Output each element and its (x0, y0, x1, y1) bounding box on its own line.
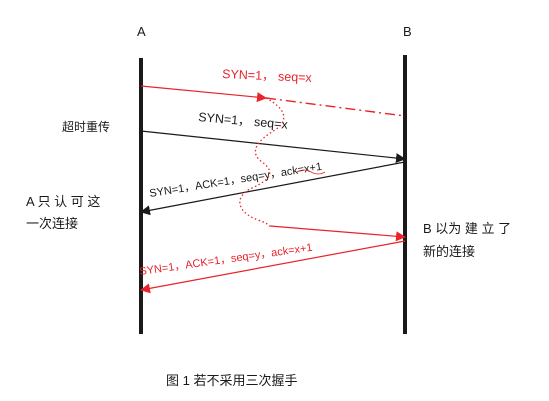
delayed-syn-arrow (140, 85, 267, 103)
figure-caption: 图 1 若不采用三次握手 (166, 373, 297, 388)
a-note-line2: 一次连接 (26, 216, 78, 231)
new-syn-ack-label: SYN=1，ACK=1，seq=y，ack=x+1 (139, 242, 314, 278)
retransmit-syn-label: SYN=1， seq=x (198, 110, 289, 132)
syn-ack-reply-arrow (140, 161, 406, 216)
spellcheck-underline (296, 169, 326, 175)
new-syn-ack-arrow (140, 240, 406, 294)
retransmit-syn-arrow (140, 130, 406, 164)
b-note-line1: B 以为 建 立 了 (423, 221, 511, 236)
a-note-line1: A 只 认 可 这 (26, 194, 100, 209)
host-a-label: A (137, 24, 146, 39)
retransmit-note: 超时重传 (62, 119, 110, 134)
delayed-arrival-arrow (269, 225, 406, 242)
b-note-line2: 新的连接 (423, 244, 475, 259)
delayed-syn-label: SYN=1， seq=x (222, 67, 313, 85)
host-b-label: B (403, 24, 412, 39)
delayed-syn-dashdot-line (265, 97, 406, 117)
